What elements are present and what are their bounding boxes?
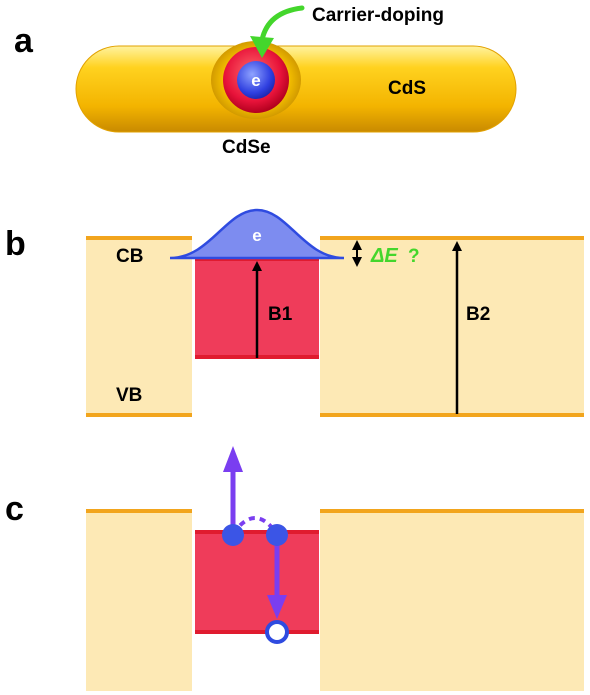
- cdse-label: CdSe: [222, 137, 271, 158]
- b1-label: B1: [268, 304, 293, 325]
- relaxation-arrowhead: [267, 595, 287, 619]
- panel-c: c: [5, 446, 584, 691]
- hole-c: [265, 620, 289, 644]
- carrier-doping-arrow: [259, 5, 305, 43]
- delta-e-label: ΔE: [370, 245, 398, 267]
- cdse-well-c: [195, 531, 319, 633]
- electron-label-b: e: [252, 226, 261, 245]
- panel-a-letter: a: [14, 22, 34, 60]
- cds-band-left: [86, 238, 192, 416]
- electron-label-a: e: [251, 71, 260, 90]
- carrier-doping-arrowhead: [250, 36, 274, 58]
- panel-a: a e Carrier-doping CdS CdSe: [14, 5, 517, 158]
- electron-sphere: [237, 61, 275, 99]
- panel-b-letter: b: [5, 225, 26, 263]
- cds-label: CdS: [388, 78, 426, 99]
- delta-e-question: ?: [408, 246, 420, 267]
- electron-right-c: [266, 524, 288, 546]
- electron-left-c: [222, 524, 244, 546]
- cds-band-right: [320, 238, 584, 416]
- cds-band-left-c: [86, 511, 192, 691]
- electron-wavefunction: [169, 208, 345, 260]
- panel-c-letter: c: [5, 490, 24, 528]
- b2-label: B2: [466, 304, 490, 325]
- panel-b: b e B1 B2 ΔE ? CB VB: [5, 208, 584, 417]
- vb-label: VB: [116, 385, 142, 406]
- cds-band-right-c: [320, 511, 584, 691]
- ejection-arrowhead: [223, 446, 243, 472]
- cb-label: CB: [116, 246, 143, 267]
- carrier-doping-label: Carrier-doping: [312, 5, 444, 26]
